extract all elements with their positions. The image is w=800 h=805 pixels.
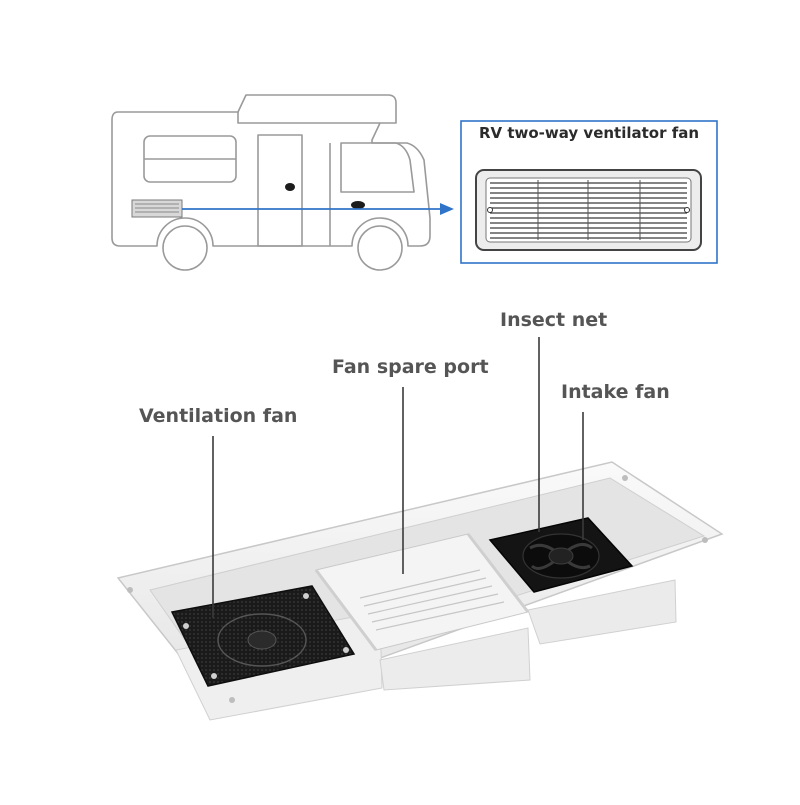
door-handle-icon: [285, 183, 295, 191]
rv-outline: [111, 94, 431, 271]
ventilator-grille-illustration: [475, 169, 702, 251]
cab-door-handle-icon: [351, 201, 365, 209]
callout-title: RV two-way ventilator fan: [478, 124, 700, 142]
intake-fan-illustration: [488, 517, 634, 593]
leader-lines: [212, 337, 584, 618]
fan-spare-port-label: Fan spare port: [332, 356, 489, 378]
intake-fan-label: Intake fan: [561, 381, 670, 403]
rv-side-vent: [131, 199, 183, 218]
insect-net-label: Insect net: [500, 309, 608, 331]
ventilation-fan-label: Ventilation fan: [139, 405, 298, 427]
ventilation-fan-illustration: [170, 585, 356, 687]
pointer-arrow: [182, 203, 454, 215]
